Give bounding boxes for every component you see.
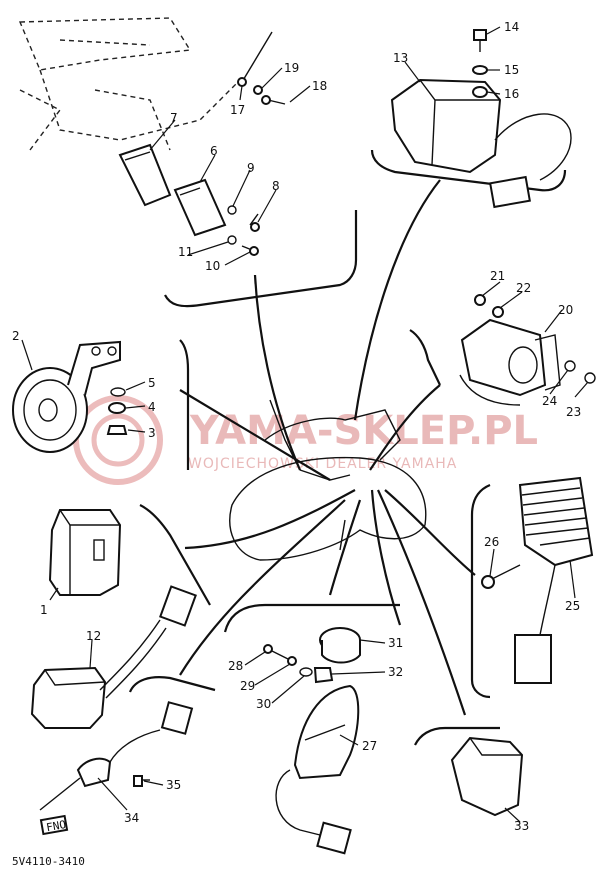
callout-6: 6 (210, 144, 218, 158)
leader-lines (21, 26, 589, 823)
watermark-tagline: WOJCIECHOWSKI DEALER YAMAHA (188, 456, 457, 472)
watermark: YAMA-SKLEP.PL WOJCIECHOWSKI DEALER YAMAH… (73, 395, 538, 485)
callout-1: 1 (40, 603, 48, 617)
callout-30: 30 (256, 697, 271, 711)
callout-numbers: 1 2 3 4 5 6 7 8 9 10 11 12 13 14 15 16 1… (12, 20, 581, 833)
part-regulator (481, 476, 594, 684)
callout-20: 20 (558, 303, 573, 317)
part-flasher (30, 585, 197, 729)
callout-23: 23 (566, 405, 581, 419)
part-label-fno: FNO (45, 818, 67, 834)
callout-16: 16 (504, 87, 519, 101)
part-neutral-switch (39, 701, 194, 836)
callout-11: 11 (178, 245, 193, 259)
callout-35: 35 (166, 778, 181, 792)
callout-12: 12 (86, 629, 101, 643)
frame-outline (18, 17, 241, 151)
cdi-fasteners (472, 29, 488, 98)
part-relay (48, 509, 122, 596)
part-pickup-coil (275, 684, 360, 855)
callout-10: 10 (205, 259, 220, 273)
group-separators (128, 149, 567, 746)
callout-2: 2 (12, 329, 20, 343)
callout-25: 25 (565, 599, 580, 613)
callout-24: 24 (542, 394, 557, 408)
callout-3: 3 (148, 426, 156, 440)
callout-32: 32 (388, 665, 403, 679)
callout-21: 21 (490, 269, 505, 283)
callout-27: 27 (362, 739, 377, 753)
callout-18: 18 (312, 79, 327, 93)
callout-26: 26 (484, 535, 499, 549)
callout-31: 31 (388, 636, 403, 650)
callout-13: 13 (393, 51, 408, 65)
callout-28: 28 (228, 659, 243, 673)
callout-22: 22 (516, 281, 531, 295)
callout-33: 33 (514, 819, 529, 833)
callout-17: 17 (230, 103, 245, 117)
part-horn (12, 340, 121, 453)
part-switch (313, 627, 361, 684)
callout-14: 14 (504, 20, 519, 34)
callout-9: 9 (247, 161, 255, 175)
callout-8: 8 (272, 179, 280, 193)
part-starter-relay (459, 294, 596, 406)
watermark-logo-inner (91, 413, 145, 467)
diagram-code: 5V4110-3410 (12, 855, 85, 868)
part-unit-33 (450, 736, 524, 817)
callout-19: 19 (284, 61, 299, 75)
callout-7: 7 (170, 111, 178, 125)
part-relay-upper (118, 143, 227, 237)
callout-34: 34 (124, 811, 139, 825)
callout-29: 29 (240, 679, 255, 693)
small-fasteners-top (227, 31, 286, 256)
horn-fasteners (106, 387, 128, 435)
callout-4: 4 (148, 400, 156, 414)
callout-15: 15 (504, 63, 519, 77)
switch-fasteners (263, 644, 313, 677)
part-cdi-unit (390, 78, 572, 209)
callout-5: 5 (148, 376, 156, 390)
